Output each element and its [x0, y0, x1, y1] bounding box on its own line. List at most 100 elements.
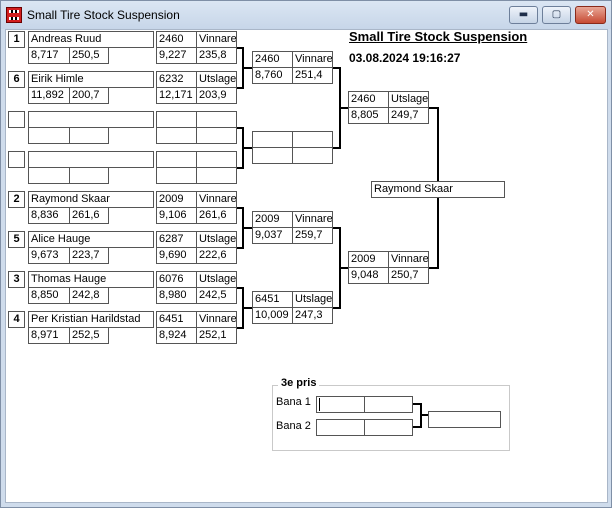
reaction-time-field[interactable]: 8,980 — [156, 287, 197, 304]
window-title: Small Tire Stock Suspension — [27, 8, 180, 22]
result-field[interactable]: Utslager — [388, 91, 429, 108]
reaction-time-field[interactable]: 8,924 — [156, 327, 197, 344]
speed-field[interactable]: 250,7 — [388, 267, 429, 284]
reaction-time-field[interactable] — [28, 127, 70, 144]
speed-field[interactable]: 252,5 — [69, 327, 109, 344]
racer-name-field[interactable]: Eirik Himle — [28, 71, 154, 88]
speed-field[interactable] — [196, 167, 237, 184]
reaction-time-field[interactable]: 8,717 — [28, 47, 70, 64]
car-number-field[interactable]: 2460 — [156, 31, 197, 48]
reaction-time-field[interactable]: 8,760 — [252, 67, 293, 84]
reaction-time-field[interactable]: 9,037 — [252, 227, 293, 244]
lane1-result-field[interactable] — [364, 396, 413, 413]
result-field[interactable]: Vinnare — [196, 31, 237, 48]
result-field[interactable]: Utslager — [292, 291, 333, 308]
result-field[interactable] — [292, 131, 333, 148]
reaction-time-field[interactable]: 8,971 — [28, 327, 70, 344]
result-field[interactable]: Vinnare — [196, 191, 237, 208]
racer-name-field[interactable]: Raymond Skaar — [28, 191, 154, 208]
lane1-car-number-field[interactable] — [316, 396, 365, 413]
reaction-time-field[interactable] — [156, 167, 197, 184]
speed-field[interactable]: 261,6 — [69, 207, 109, 224]
speed-field[interactable]: 223,7 — [69, 247, 109, 264]
speed-field[interactable]: 235,8 — [196, 47, 237, 64]
speed-field[interactable]: 222,6 — [196, 247, 237, 264]
reaction-time-field[interactable]: 9,673 — [28, 247, 70, 264]
reaction-time-field[interactable]: 8,836 — [28, 207, 70, 224]
speed-field[interactable]: 261,6 — [196, 207, 237, 224]
reaction-time-field[interactable] — [156, 127, 197, 144]
result-field[interactable]: Vinnare — [196, 311, 237, 328]
speed-field[interactable]: 242,5 — [196, 287, 237, 304]
racer-name-field[interactable]: Thomas Hauge — [28, 271, 154, 288]
page-title: Small Tire Stock Suspension — [349, 29, 528, 44]
close-button[interactable]: ✕ — [575, 6, 606, 24]
car-number-field[interactable]: 6451 — [156, 311, 197, 328]
winner-field[interactable]: Raymond Skaar — [371, 181, 505, 198]
reaction-time-field[interactable]: 9,690 — [156, 247, 197, 264]
lane2-label: Bana 2 — [276, 420, 311, 432]
car-number-field[interactable]: 6287 — [156, 231, 197, 248]
car-number-field[interactable]: 6076 — [156, 271, 197, 288]
connector-line — [333, 147, 340, 149]
connector-line — [242, 147, 252, 149]
car-number-field[interactable]: 6451 — [252, 291, 293, 308]
minimize-button[interactable]: ▬ — [509, 6, 538, 24]
seed-box: 5 — [8, 231, 25, 248]
reaction-time-field[interactable]: 10,009 — [252, 307, 293, 324]
racer-name-field[interactable] — [28, 151, 154, 168]
speed-field[interactable] — [69, 167, 109, 184]
reaction-time-field[interactable]: 9,048 — [348, 267, 389, 284]
lane2-car-number-field[interactable] — [316, 419, 365, 436]
car-number-field[interactable]: 2009 — [156, 191, 197, 208]
speed-field[interactable]: 252,1 — [196, 327, 237, 344]
car-number-field[interactable]: 2460 — [348, 91, 389, 108]
result-field[interactable]: Vinnare — [292, 211, 333, 228]
reaction-time-field[interactable]: 8,850 — [28, 287, 70, 304]
reaction-time-field[interactable]: 9,106 — [156, 207, 197, 224]
racer-name-field[interactable]: Andreas Ruud — [28, 31, 154, 48]
reaction-time-field[interactable] — [28, 167, 70, 184]
car-number-field[interactable] — [252, 131, 293, 148]
speed-field[interactable] — [292, 147, 333, 164]
speed-field[interactable]: 249,7 — [388, 107, 429, 124]
reaction-time-field[interactable]: 8,805 — [348, 107, 389, 124]
car-number-field[interactable] — [156, 151, 197, 168]
car-number-field[interactable]: 6232 — [156, 71, 197, 88]
speed-field[interactable]: 200,7 — [69, 87, 109, 104]
reaction-time-field[interactable]: 9,227 — [156, 47, 197, 64]
reaction-time-field[interactable]: 12,171 — [156, 87, 197, 104]
title-bar[interactable]: Small Tire Stock Suspension ▬ ▢ ✕ — [1, 1, 611, 29]
connector-line — [237, 207, 243, 209]
speed-field[interactable] — [69, 127, 109, 144]
car-number-field[interactable] — [156, 111, 197, 128]
lane2-result-field[interactable] — [364, 419, 413, 436]
racer-name-field[interactable] — [28, 111, 154, 128]
speed-field[interactable]: 251,4 — [292, 67, 333, 84]
car-number-field[interactable]: 2009 — [252, 211, 293, 228]
result-field[interactable]: Utslager — [196, 71, 237, 88]
reaction-time-field[interactable]: 11,892 — [28, 87, 70, 104]
speed-field[interactable]: 242,8 — [69, 287, 109, 304]
reaction-time-field[interactable] — [252, 147, 293, 164]
racer-name-field[interactable]: Alice Hauge — [28, 231, 154, 248]
result-field[interactable]: Vinnare — [388, 251, 429, 268]
result-field[interactable]: Utslager — [196, 231, 237, 248]
result-field[interactable]: Utslager — [196, 271, 237, 288]
speed-field[interactable]: 247,3 — [292, 307, 333, 324]
speed-field[interactable] — [196, 127, 237, 144]
speed-field[interactable]: 259,7 — [292, 227, 333, 244]
result-field[interactable]: Vinnare — [292, 51, 333, 68]
speed-field[interactable]: 203,9 — [196, 87, 237, 104]
connector-line — [333, 307, 340, 309]
result-field[interactable] — [196, 111, 237, 128]
result-field[interactable] — [196, 151, 237, 168]
maximize-button[interactable]: ▢ — [542, 6, 571, 24]
third-place-winner-field[interactable] — [428, 411, 501, 428]
car-number-field[interactable]: 2009 — [348, 251, 389, 268]
speed-field[interactable]: 250,5 — [69, 47, 109, 64]
racer-name-field[interactable]: Per Kristian Harildstad — [28, 311, 154, 328]
car-number-field[interactable]: 2460 — [252, 51, 293, 68]
connector-line — [237, 127, 243, 129]
seed-box — [8, 151, 25, 168]
